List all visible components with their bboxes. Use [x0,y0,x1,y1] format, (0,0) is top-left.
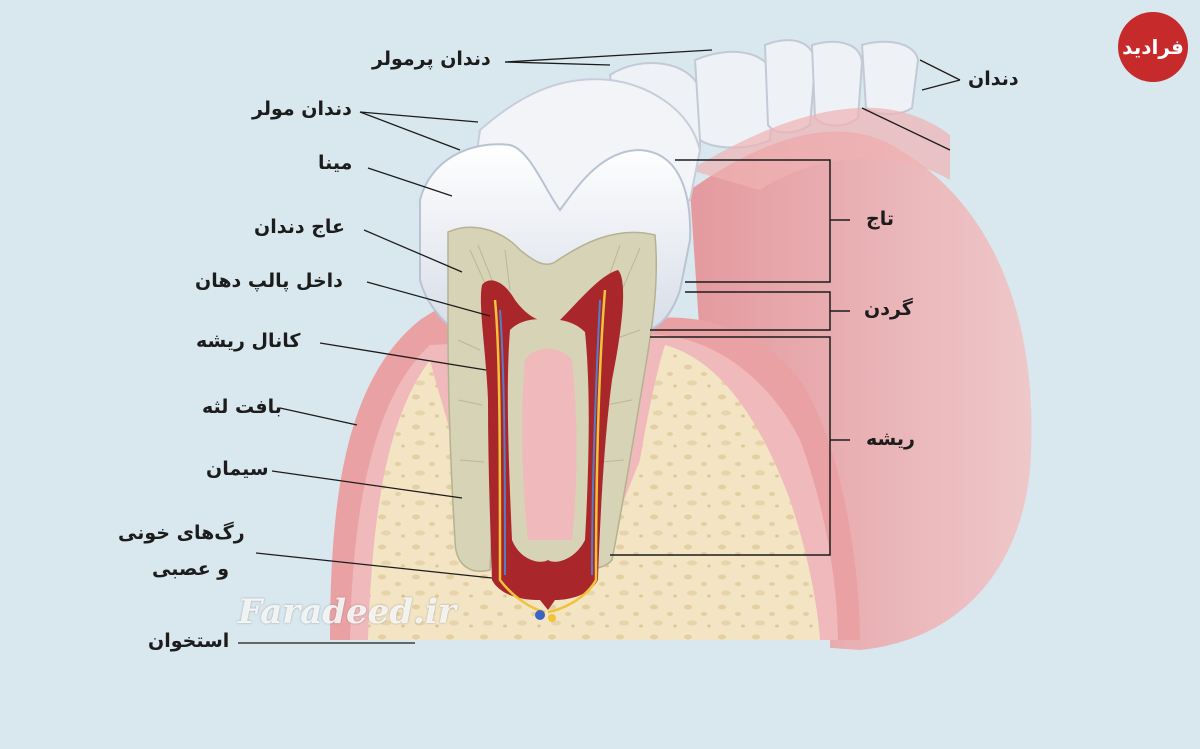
apex-vessel-yellow [548,614,556,622]
leader-lines [238,49,961,644]
label-bone: استخوان [148,630,230,652]
label-pulp: داخل پالپ دهان [195,270,343,292]
label-premolar: دندان پرمولر [372,48,491,70]
logo-text: فرادید [1122,35,1184,59]
label-cementum: سیمان [206,458,269,480]
back-gum-line [690,107,950,190]
label-vessels-line1: رگ‌های خونی [118,522,245,544]
label-enamel: مینا [318,152,353,174]
label-dentin: عاج دندان [254,216,346,238]
label-gum: بافت لثه [202,396,282,418]
bone-lower [360,640,830,660]
label-root: ریشه [866,428,915,450]
label-crown: تاج [866,208,894,230]
brand-logo[interactable]: فرادید [1118,12,1188,82]
nerves-vessels [493,289,607,614]
apex-vessel-blue [535,610,545,620]
bone-between-roots [522,348,577,540]
label-vessels-line2: و عصبی [152,558,230,580]
label-neck: گردن [864,298,913,320]
label-teeth: دندان [968,68,1019,90]
watermark: Faradeed.ir [238,592,456,632]
label-molar: دندان مولر [252,98,352,120]
label-root-canal: کانال ریشه [196,330,301,352]
brackets [610,159,850,556]
